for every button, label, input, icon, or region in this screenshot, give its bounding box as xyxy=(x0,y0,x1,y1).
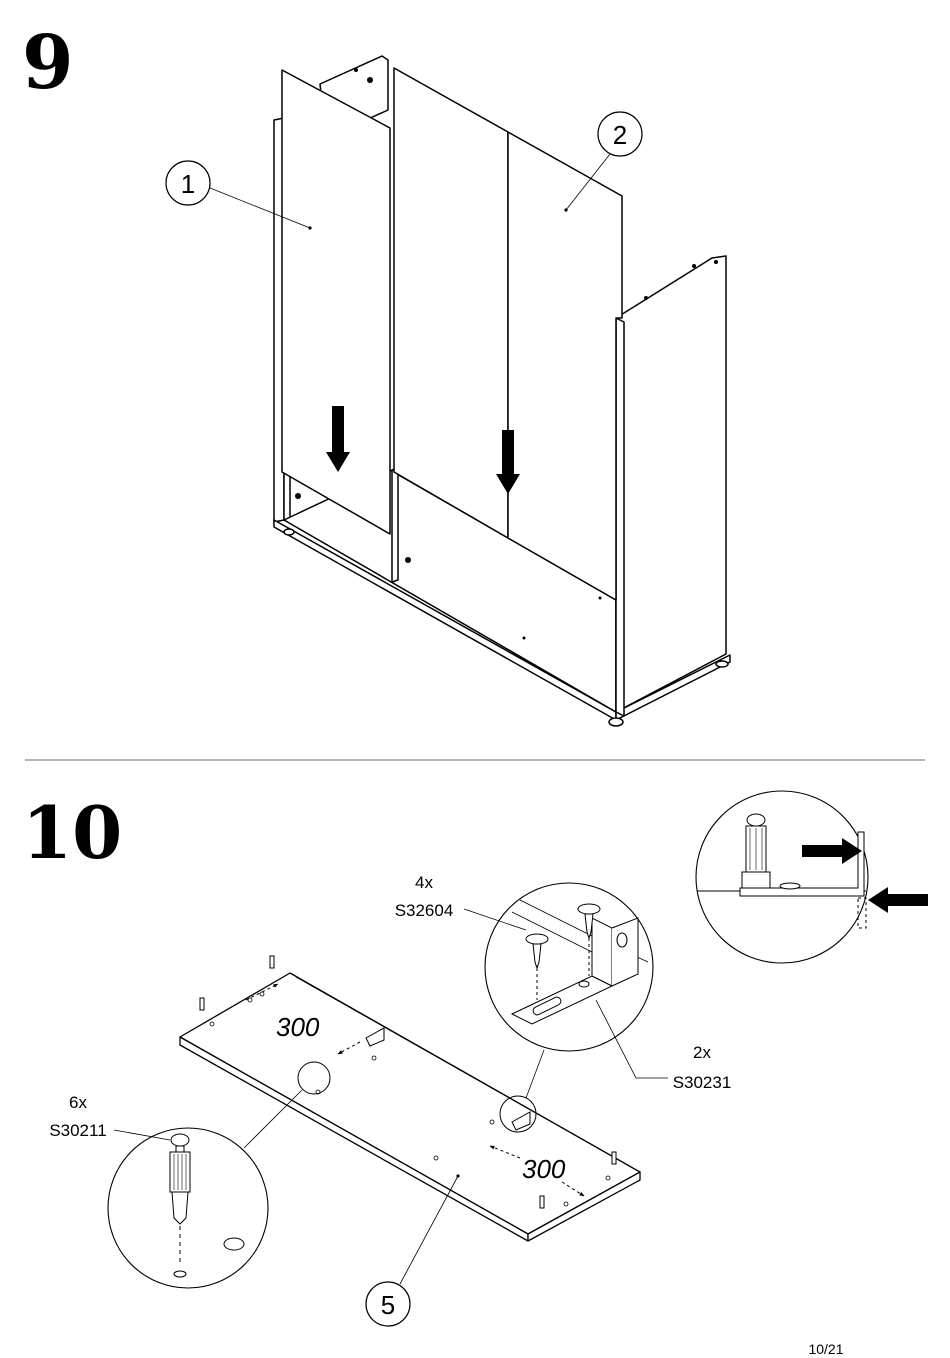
dowel-qty: 6x xyxy=(69,1093,87,1112)
bracket-qty: 2x xyxy=(693,1043,711,1062)
dimension-left: 300 xyxy=(276,1012,320,1042)
screw-code: S32604 xyxy=(395,901,454,920)
callout-1-label: 1 xyxy=(181,169,195,199)
screw-qty: 4x xyxy=(415,873,433,892)
step-10-number: 10 xyxy=(22,790,122,875)
screw-bracket-detail xyxy=(485,883,653,1051)
arrow-left-icon xyxy=(868,887,928,913)
dimension-right: 300 xyxy=(522,1154,566,1184)
callout-5: 5 xyxy=(366,1174,460,1326)
step-9-number: 9 xyxy=(22,20,74,106)
callout-2-label: 2 xyxy=(613,120,627,150)
dowel-detail xyxy=(108,1128,268,1288)
callout-5-label: 5 xyxy=(381,1290,395,1320)
page-number: 10/21 xyxy=(808,1341,843,1357)
dowel-code: S30211 xyxy=(49,1121,106,1140)
alignment-detail xyxy=(696,791,928,963)
bracket-code: S30231 xyxy=(673,1073,732,1092)
wardrobe-carcass xyxy=(274,56,730,726)
